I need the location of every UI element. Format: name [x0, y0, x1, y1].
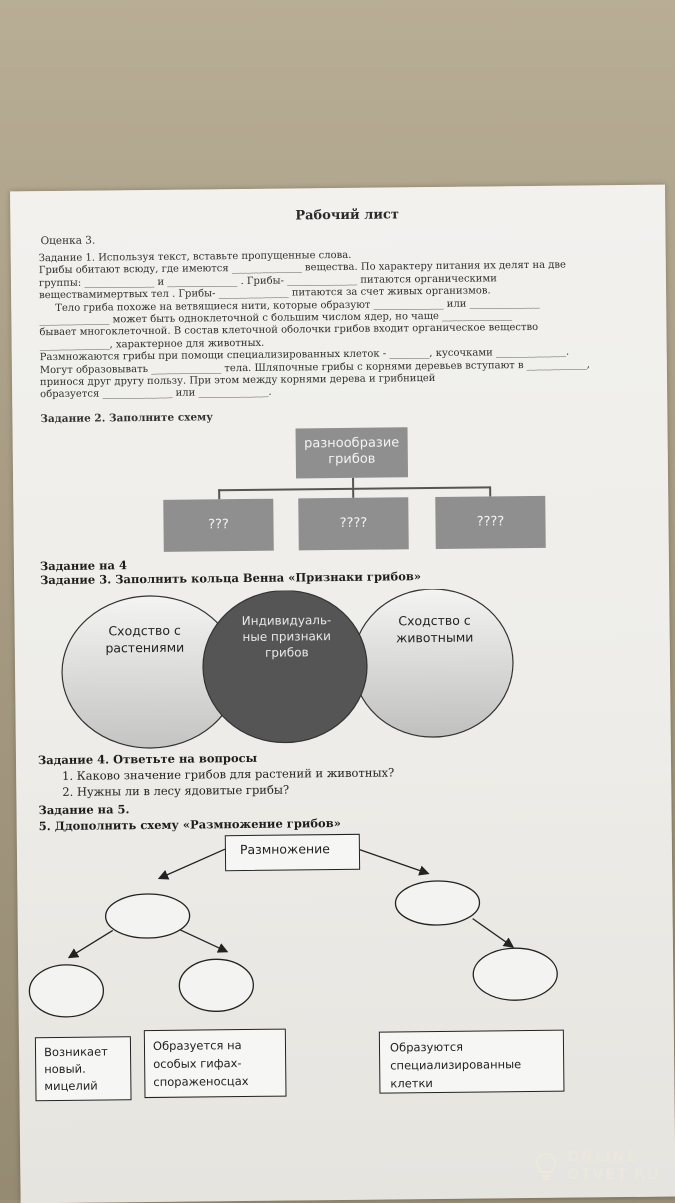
- box-sporangiophores: Образуется на особых гифах-спораженосцах: [143, 1028, 287, 1099]
- lightbulb-icon: [535, 1152, 556, 1180]
- venn-center-circle: [202, 589, 368, 744]
- connector-line: [489, 486, 491, 497]
- task4-label: Задание 4. Ответьте на вопросы: [37, 750, 258, 768]
- venn-diagram: [61, 588, 514, 749]
- worksheet-paper: Рабочий лист Оценка 3. Задание 1. Исполь…: [10, 184, 675, 1203]
- watermark-line2: OTVET.RU: [567, 1167, 661, 1183]
- diversity-box: разнообразие грибов: [295, 427, 409, 479]
- oval-bottom-2: [178, 958, 254, 1012]
- oval-right-top: [394, 880, 481, 926]
- grade-3-label: Оценка 3.: [40, 234, 96, 248]
- venn-center-label: Индивидуаль-ные признаки грибов: [241, 613, 332, 660]
- watermark-line1: ONLINE: [567, 1149, 639, 1165]
- worksheet-title: Рабочий лист: [295, 207, 400, 224]
- question-1: 1. Каково значение грибов для растений и…: [62, 765, 395, 783]
- oval-bottom-3: [472, 947, 558, 1001]
- grade-5-label: Задание на 5.: [38, 802, 130, 818]
- placeholder-box-2: ????: [298, 497, 409, 551]
- box-new-mycelium: Возникает новый. мицелий: [34, 1036, 132, 1102]
- oval-left-top: [104, 893, 191, 939]
- task3-label: Задание 3. Заполнить кольца Венна «Призн…: [40, 569, 422, 588]
- watermark: ONLINE OTVET.RU: [535, 1148, 661, 1184]
- connector-line: [352, 477, 354, 488]
- grade-4-label: Задание на 4: [39, 558, 128, 574]
- placeholder-box-1: ???: [163, 498, 274, 552]
- connector-line: [218, 489, 220, 500]
- box-specialized-cells: Образуются специализированные клетки: [378, 1029, 565, 1094]
- placeholder-box-3: ????: [435, 495, 546, 549]
- oval-bottom-1: [28, 964, 105, 1018]
- venn-left-label: Сходство с растениями: [105, 622, 185, 656]
- task2-label: Задание 2. Заполните схему: [40, 411, 214, 426]
- connector-line: [352, 487, 354, 498]
- connector-line: [218, 486, 491, 491]
- venn-right-label: Сходство с животными: [395, 612, 474, 646]
- question-2: 2. Нужны ли в лесу ядовитые грибы?: [62, 782, 290, 799]
- reproduction-arrows: [28, 848, 558, 1018]
- task1-text: Задание 1. Используя текст, вставьте про…: [39, 247, 651, 402]
